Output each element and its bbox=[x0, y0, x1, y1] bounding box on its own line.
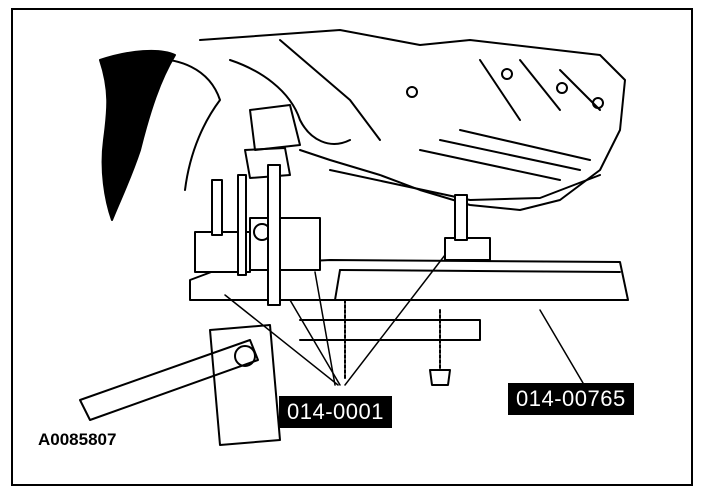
sensor-plug bbox=[244, 147, 291, 179]
oil-pan-edge bbox=[329, 169, 601, 201]
clamp-post-1 bbox=[211, 179, 223, 236]
case-rib-2 bbox=[519, 59, 561, 111]
harness bbox=[229, 59, 351, 145]
figure-reference-id: A0085807 bbox=[38, 430, 117, 449]
crossbar-end bbox=[334, 269, 341, 301]
sensor-body bbox=[249, 104, 301, 151]
pan-ridge-2 bbox=[439, 139, 581, 171]
clamp-block-right bbox=[444, 237, 491, 261]
transmission-case bbox=[199, 29, 626, 211]
leader-line-1d bbox=[314, 271, 336, 386]
pan-ridge-1 bbox=[419, 149, 561, 181]
bolt-2 bbox=[556, 82, 568, 94]
leader-line-1a bbox=[224, 294, 339, 386]
callout-tool-014-00765: 014-00765 bbox=[508, 383, 634, 415]
jack-bracket bbox=[299, 319, 481, 341]
jack-knob bbox=[429, 369, 451, 386]
leader-line-2 bbox=[539, 309, 584, 384]
pan-ridge-3 bbox=[459, 129, 591, 161]
harness-2 bbox=[279, 39, 381, 141]
clamp-block-mid bbox=[249, 217, 321, 271]
fender-inner bbox=[139, 58, 221, 191]
bolt-1 bbox=[501, 68, 513, 80]
jack-base bbox=[209, 324, 281, 446]
figure-frame bbox=[11, 8, 693, 486]
jack-arm-left bbox=[79, 339, 259, 421]
leader-line-1b bbox=[289, 299, 341, 386]
jack-pivot bbox=[234, 345, 256, 367]
clamp-post-3 bbox=[237, 174, 247, 276]
clamp-post-right bbox=[454, 194, 468, 241]
fender-outline bbox=[99, 49, 176, 221]
case-rib-1 bbox=[479, 59, 521, 121]
bolt-3 bbox=[592, 97, 604, 109]
bolt-4 bbox=[406, 86, 418, 98]
clamp-post-2 bbox=[267, 164, 281, 306]
crossbar-edge bbox=[339, 269, 621, 273]
callout-tool-014-0001: 014-0001 bbox=[279, 396, 392, 428]
leader-line-1c bbox=[344, 254, 446, 386]
